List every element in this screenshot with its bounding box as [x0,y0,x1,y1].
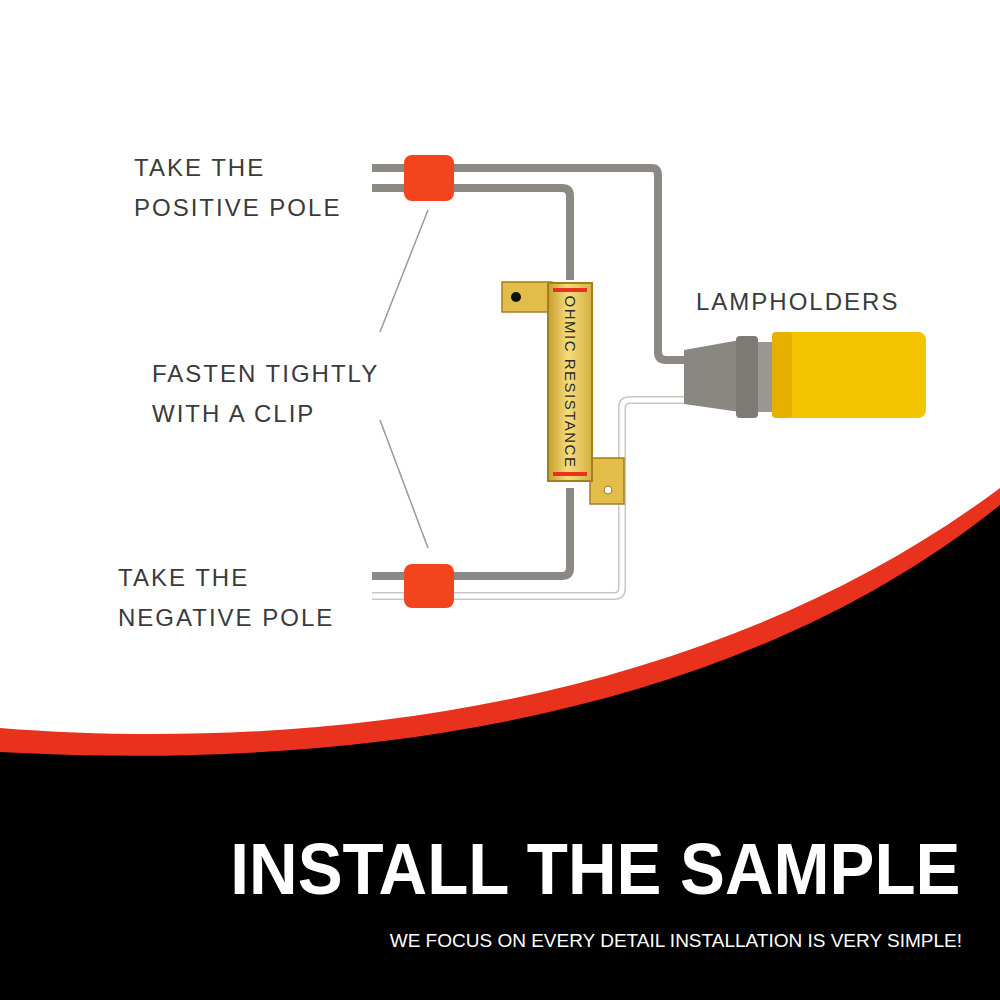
mounting-tab [590,458,624,504]
pole-label: TAKE THE POSITIVE POLE [134,148,399,228]
leader-line [380,420,428,548]
lampholder-ring [736,336,758,418]
caption: WE FOCUS ON EVERY DETAIL INSTALLATION IS… [390,930,962,952]
resistor-band [553,288,587,292]
lampholder-housing [772,332,926,418]
mounting-hole [604,486,612,494]
mounting-hole [511,292,521,302]
clip [404,155,454,201]
resistor-symbol: OHMIC RESISTANCE [547,282,593,483]
callout-label: FASTEN TIGHTLY WITH A CLIP [152,354,422,434]
mounting-tab [502,282,552,312]
clip [404,564,454,608]
resistor-wire-top [372,188,570,280]
resistor-label: OHMIC RESISTANCE [562,296,579,469]
leader-line [380,210,428,332]
lampholder-base [684,340,740,412]
red-swoosh [0,488,1000,1000]
pole-label: TAKE THE NEGATIVE POLE [118,558,383,638]
resistor-wire-bottom [372,488,570,576]
lampholder-shade [772,332,792,418]
resistor-band [553,472,587,476]
title: INSTALL THE SAMPLE [230,828,960,910]
part-label: LAMPHOLDERS [696,282,956,322]
